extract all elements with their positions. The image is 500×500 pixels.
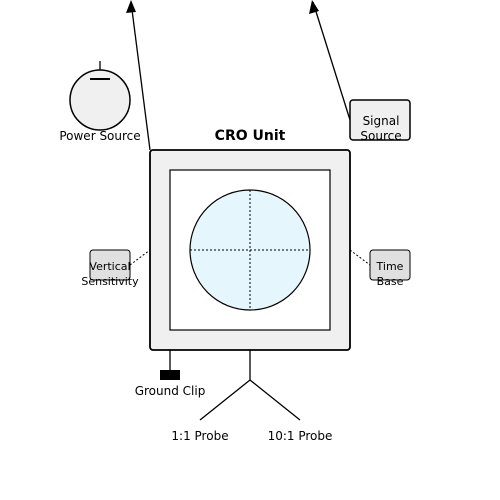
signal-arrow — [312, 1, 351, 121]
ground-clip-label: Ground Clip — [135, 384, 206, 398]
time-label-2: Base — [377, 275, 404, 288]
time-label-1: Time — [376, 260, 404, 273]
signal-source-box — [349, 99, 411, 141]
vertical-label-2: Sensitivity — [81, 275, 139, 288]
probe-1x-lead — [199, 379, 251, 421]
probe-1x-label: 1:1 Probe — [171, 429, 228, 443]
time-base-knob — [369, 249, 411, 281]
ground-clip-icon — [160, 370, 180, 380]
power-source-icon — [69, 69, 131, 131]
vertical-sensitivity-knob — [89, 249, 131, 281]
signal-source-label-1: Signal — [363, 114, 400, 128]
time-connector — [349, 249, 371, 266]
probe-10x-label: 10:1 Probe — [268, 429, 333, 443]
power-source-label: Power Source — [59, 129, 140, 143]
vertical-connector — [129, 249, 151, 266]
cro-unit-title: CRO Unit — [215, 128, 286, 144]
power-arrow — [130, 1, 151, 151]
signal-arrow-head — [309, 0, 319, 14]
probe-10x-lead — [249, 379, 301, 421]
vertical-label-1: Vertical — [89, 260, 130, 273]
power-arrow-head — [126, 0, 136, 13]
signal-source-label-2: Source — [360, 129, 401, 143]
